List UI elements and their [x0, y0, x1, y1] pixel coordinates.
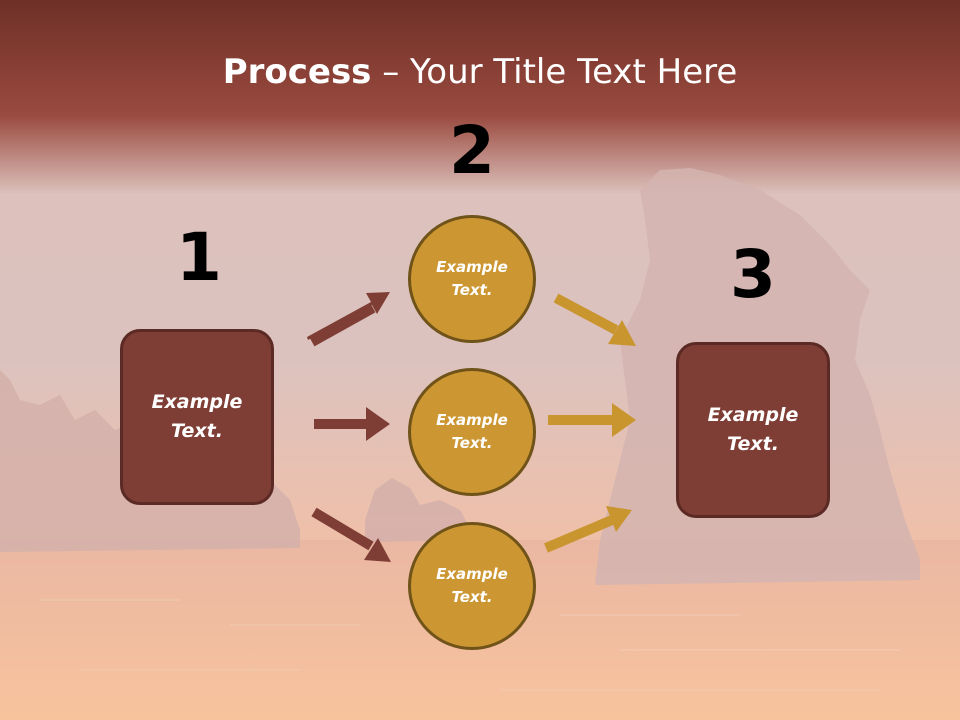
- step-number-3: 3: [730, 236, 776, 313]
- arrow-left-down: [311, 507, 391, 562]
- arrow-right-middle: [548, 403, 636, 437]
- process-circle-bottom-text: Example Text.: [436, 565, 508, 606]
- arrow-left-up: [307, 292, 390, 347]
- process-box-right-text: Example Text.: [707, 404, 799, 455]
- process-circle-bottom[interactable]: Example Text.: [408, 522, 536, 650]
- process-circle-top[interactable]: Example Text.: [408, 215, 536, 343]
- rock-center: [365, 478, 470, 542]
- process-box-left[interactable]: Example Text.: [120, 329, 274, 505]
- title-rest: – Your Title Text Here: [371, 52, 738, 92]
- slide-title: Process – Your Title Text Here: [0, 52, 960, 92]
- arrow-left-middle: [314, 407, 390, 441]
- step-number-1: 1: [176, 219, 222, 296]
- step-number-2: 2: [449, 112, 495, 189]
- process-box-right[interactable]: Example Text.: [676, 342, 830, 518]
- process-circle-middle-text: Example Text.: [436, 411, 508, 452]
- process-circle-middle[interactable]: Example Text.: [408, 368, 536, 496]
- arrow-right-down: [553, 293, 636, 346]
- process-box-left-text: Example Text.: [151, 391, 243, 442]
- title-bold: Process: [222, 52, 372, 92]
- process-circle-top-text: Example Text.: [436, 258, 508, 299]
- arrow-right-up: [544, 506, 632, 553]
